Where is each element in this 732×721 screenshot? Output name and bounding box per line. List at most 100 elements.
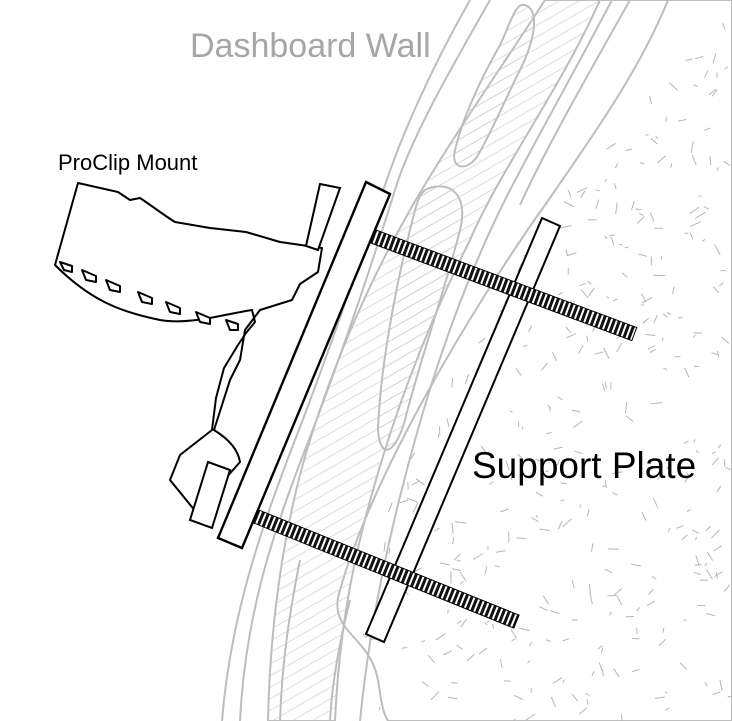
upper-slot [453,3,536,168]
foam-speckle [621,272,628,278]
foam-speckle [411,480,421,486]
foam-speckle [662,313,668,318]
foam-speckle [589,593,593,605]
foam-speckle [625,401,628,414]
foam-speckle [484,621,488,626]
foam-speckle [606,142,616,150]
foam-speckle [614,162,619,169]
foam-speckle [383,541,386,553]
foam-speckle [640,293,647,303]
foam-speckle [705,612,716,617]
foam-speckle [691,154,697,166]
foam-speckle [604,235,608,240]
foam-speckle [686,508,691,513]
foam-speckle [645,134,649,136]
foam-speckle [508,174,512,179]
foam-speckle [604,480,607,489]
foam-speckle [608,234,615,237]
foam-speckle [637,215,645,224]
foam-speckle [466,653,475,662]
foam-speckle [557,292,563,296]
foam-speckle [528,187,532,192]
foam-speckle [639,212,644,216]
foam-speckle [571,409,581,413]
foam-speckle [509,718,516,721]
foam-speckle [709,156,712,166]
foam-speckle [557,520,563,530]
foam-speckle [528,325,533,333]
foam-speckle [406,203,411,209]
foam-speckle [430,691,440,701]
foam-speckle [661,337,664,341]
foam-speckle [368,174,375,180]
foam-speckle [456,620,462,625]
foam-speckle [636,607,640,612]
foam-speckle [650,402,663,405]
foam-speckle [562,679,565,683]
foam-speckle [704,127,711,131]
foam-speckle [711,89,718,97]
foam-speckle [616,596,623,606]
foam-speckle [664,707,670,711]
foam-speckle [649,348,657,354]
foam-speckle [712,691,721,695]
foam-speckle [451,378,454,388]
foam-speckle [651,575,657,580]
foam-speckle [521,212,527,218]
foam-speckle [706,551,714,561]
foam-speckle [571,579,575,589]
foam-speckle [566,252,577,257]
foam-speckle [598,662,603,671]
foam-speckle [684,476,689,483]
foam-speckle [591,543,594,552]
foam-speckle [571,693,579,702]
foam-speckle [595,32,601,43]
foam-speckle [386,110,391,123]
foam-speckle [427,654,436,664]
foam-speckle [500,508,509,513]
foam-speckle [526,172,532,176]
foam-speckle [459,571,467,582]
foam-speckle [566,333,577,339]
foam-speckle [437,434,440,439]
foam-speckle [530,0,538,9]
foam-speckle [460,84,470,91]
foam-speckle [677,118,687,122]
foam-speckle [488,481,494,485]
foam-speckle [494,565,500,568]
foam-speckle [557,396,563,401]
foam-speckle [620,714,623,721]
foam-speckle [376,706,381,718]
foam-speckle [598,87,603,94]
foam-speckle [393,73,399,76]
foam-speckle [474,5,479,14]
foam-speckle [410,452,416,460]
foam-speckle [693,84,699,87]
foam-speckle [354,660,357,664]
foam-speckle [480,445,489,456]
foam-speckle [469,6,472,11]
foam-speckle [641,511,647,521]
foam-speckle [503,680,511,682]
foam-speckle [535,514,539,518]
foam-speckle [537,196,546,200]
foam-speckle [565,249,569,257]
foam-speckle [586,509,590,517]
foam-speckle [603,347,610,359]
foam-speckle [587,280,592,285]
foam-speckle [446,418,450,427]
foam-speckle [404,188,408,192]
foam-speckle [443,48,449,52]
foam-speckle [365,87,372,93]
foam-speckle [721,336,730,344]
foam-speckle [613,183,617,190]
foam-speckle [539,528,550,532]
foam-speckle [711,352,718,356]
foam-speckle [602,383,606,392]
foam-speckle [607,93,615,100]
foam-speckle [439,562,450,566]
foam-speckle [549,609,559,615]
foam-speckle [415,478,425,486]
foam-speckle [377,93,382,97]
foam-speckle [595,189,600,192]
